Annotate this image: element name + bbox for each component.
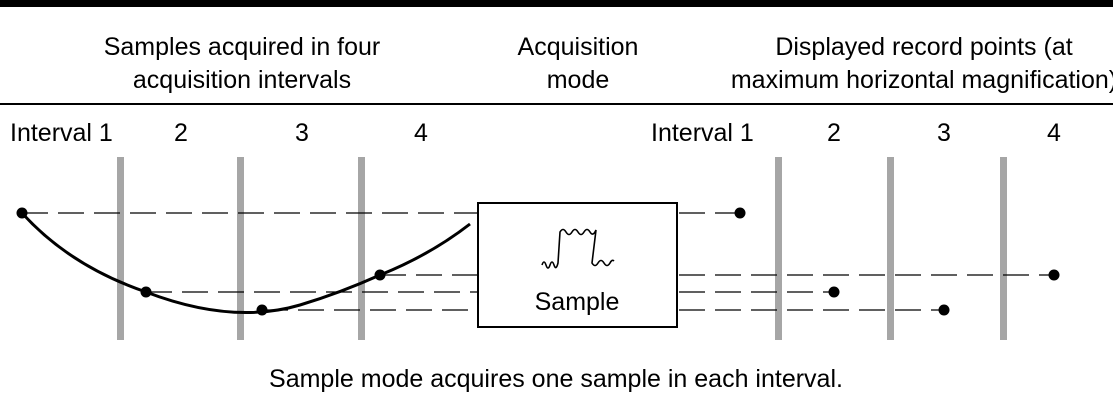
sample-point-4 (374, 269, 386, 281)
header-right-line1: Displayed record points (at (775, 33, 1072, 61)
left-interval-divider-2 (237, 157, 244, 340)
sample-point-1 (16, 207, 28, 219)
header-right-line2: maximum horizontal magnification) (731, 66, 1113, 94)
right-interval-label-3: 3 (937, 119, 951, 147)
left-interval-divider-3 (358, 157, 365, 340)
right-interval-divider-2 (887, 157, 894, 340)
header-rule (0, 103, 1113, 105)
header-middle-line2: mode (547, 66, 610, 94)
projection-lines (22, 212, 1054, 311)
sample-point-3 (256, 304, 268, 316)
mode-box-label: Sample (535, 288, 620, 316)
record-point-4 (1048, 269, 1060, 281)
header-left-line2: acquisition intervals (133, 66, 351, 94)
right-interval-label-4: 4 (1047, 119, 1061, 147)
sample-waveform-icon (541, 228, 615, 269)
left-interval-label-1: Interval 1 (10, 119, 113, 147)
right-interval-divider-3 (1000, 157, 1007, 340)
sample-point-2 (140, 286, 152, 298)
acquisition-mode-box (477, 202, 678, 328)
right-interval-label-2: 2 (827, 119, 841, 147)
record-point-1 (734, 207, 746, 219)
input-waveform (20, 211, 471, 315)
left-interval-divider-1 (117, 157, 124, 340)
left-interval-label-4: 4 (414, 119, 428, 147)
left-interval-label-2: 2 (174, 119, 188, 147)
record-point-3 (938, 304, 950, 316)
header-middle-line1: Acquisition (518, 33, 639, 61)
top-rule (0, 0, 1113, 7)
diagram-caption: Sample mode acquires one sample in each … (269, 365, 843, 393)
record-point-2 (828, 286, 840, 298)
right-interval-label-1: Interval 1 (651, 119, 754, 147)
right-interval-divider-1 (775, 157, 782, 340)
left-interval-label-3: 3 (295, 119, 309, 147)
header-left-line1: Samples acquired in four (104, 33, 381, 61)
